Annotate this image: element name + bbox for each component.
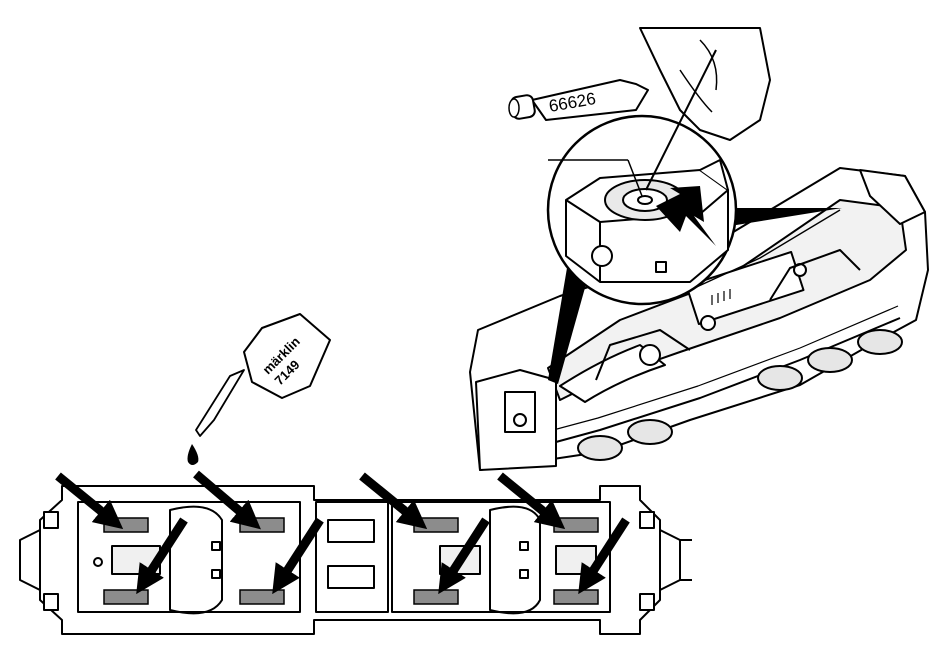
wheel-tread — [554, 590, 598, 604]
wheel-tread — [414, 590, 458, 604]
oil-drop-icon — [188, 444, 199, 465]
wheel-tread — [104, 590, 148, 604]
magnifier-circle-icon — [548, 116, 736, 304]
grease-tube-icon: 66626 — [509, 80, 648, 120]
oil-bottle-icon: märklin 7149 — [196, 314, 330, 436]
bogie-underside — [20, 486, 692, 634]
wheel-tread — [414, 518, 458, 532]
wheel-tread — [554, 518, 598, 532]
wheel-tread — [240, 590, 284, 604]
